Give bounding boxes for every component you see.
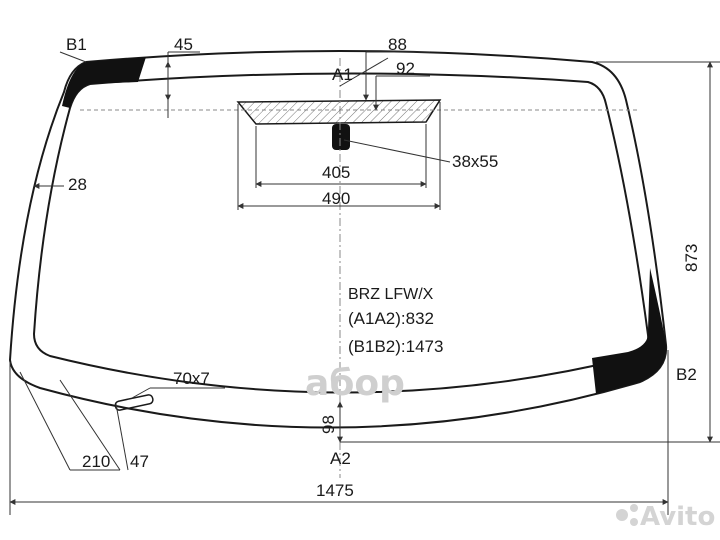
dim-38x55-label: 38x55	[452, 152, 498, 171]
dim-1475-label: 1475	[316, 481, 354, 500]
point-a1-label: A1	[332, 65, 353, 84]
dim-70x7-label: 70x7	[173, 369, 210, 388]
dim-47-label: 47	[130, 452, 149, 471]
avito-watermark: Avito	[616, 502, 715, 532]
ceramic-corner-b1	[62, 57, 146, 108]
dim-88-label: 88	[388, 35, 407, 54]
point-b1-label: B1	[66, 35, 87, 54]
slot-70x7	[114, 394, 154, 411]
dim-210-label: 210	[82, 452, 110, 471]
dim-490-label: 490	[322, 189, 350, 208]
dim-405-label: 405	[322, 163, 350, 182]
ext-210	[19, 371, 71, 471]
leader-38x55	[343, 139, 451, 163]
ceramic-corner-b2	[592, 268, 667, 394]
ext-210-b	[59, 379, 121, 471]
brand-watermark-text: aбoр	[305, 363, 405, 404]
dim-873-label: 873	[682, 244, 701, 272]
leader-70x7-b	[131, 387, 151, 399]
dim-28-label: 28	[68, 175, 87, 194]
ext-b1	[59, 51, 87, 63]
avito-watermark-text: Avito	[640, 502, 715, 532]
dim-45-label: 45	[174, 35, 193, 54]
b1b2-value: (B1B2):1473	[348, 337, 443, 356]
dim-92-label: 92	[396, 59, 415, 78]
dim-98-label: 98	[319, 415, 338, 434]
leader-a1	[339, 57, 389, 87]
sensor-window-38x55	[332, 124, 350, 150]
point-a2-label: A2	[330, 449, 351, 468]
glass-outer-edge	[8, 50, 668, 429]
a1a2-value: (A1A2):832	[348, 309, 434, 328]
avito-logo-icon	[616, 509, 628, 521]
sensor-zone-hatched	[236, 99, 442, 125]
model-code: BRZ LFW/X	[348, 286, 434, 303]
point-b2-label: B2	[676, 365, 697, 384]
brand-watermark: aбoр	[305, 363, 405, 404]
ext-47	[115, 403, 129, 471]
